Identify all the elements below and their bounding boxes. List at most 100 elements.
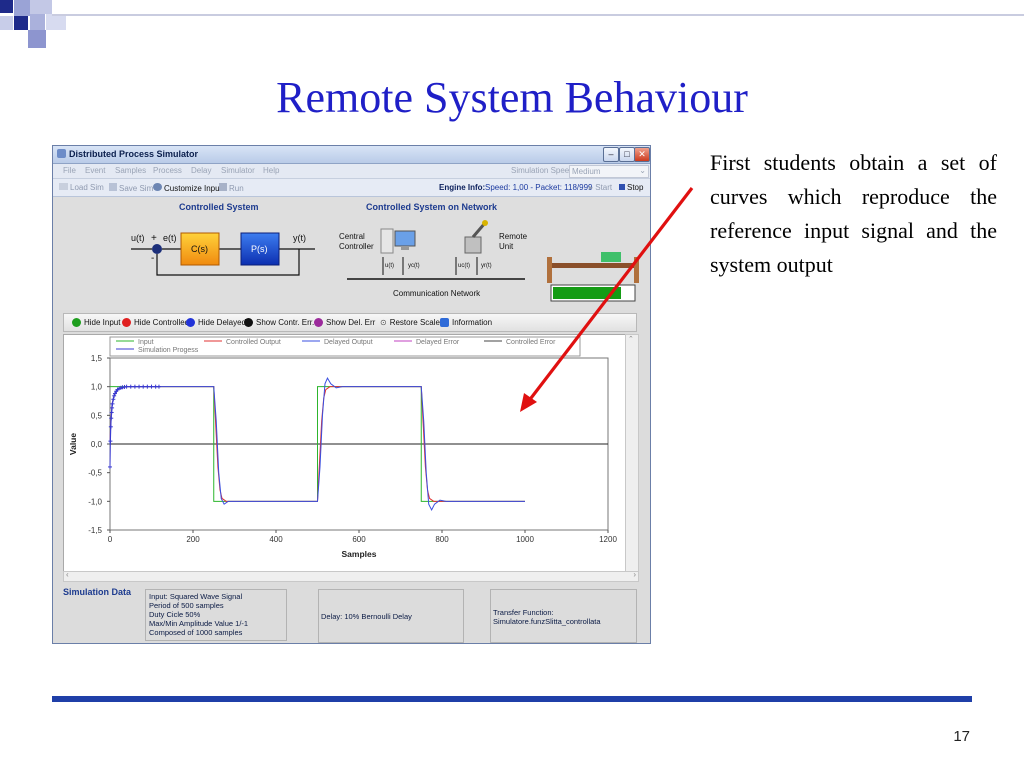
computer-icon: [380, 228, 416, 254]
series-toggle-bar: Hide Input Hide Controlled Hide Delayed …: [63, 313, 637, 332]
block-diagram-svg: Controlled System Controlled System on N…: [131, 202, 639, 302]
start-label: Start: [595, 183, 613, 192]
menu-item-delay[interactable]: Delay: [191, 166, 212, 175]
corner-square: [30, 0, 52, 14]
crosshair-icon: ⊙: [380, 318, 387, 327]
stop-label: Stop: [627, 183, 644, 192]
rig-illustration: [547, 252, 639, 302]
legend-label: Controlled Output: [226, 339, 281, 346]
hide-controlled-button[interactable]: Hide Controlled: [122, 318, 189, 327]
run-icon: [219, 183, 227, 191]
vertical-scrollbar[interactable]: ⌃ ⌄: [625, 334, 639, 578]
corner-square: [46, 14, 66, 30]
scroll-right-icon[interactable]: ›: [633, 570, 636, 579]
ps-label: P(s): [251, 244, 268, 254]
menu-item-samples[interactable]: Samples: [115, 166, 147, 175]
plant-block: [240, 232, 280, 266]
information-label: Information: [452, 318, 493, 327]
y-tick-label: 1,0: [91, 383, 103, 392]
x-tick-label: 200: [186, 535, 200, 544]
transfer-function-box: Transfer Function: Simulatore.funzSlitta…: [490, 589, 637, 643]
show-del-err-button[interactable]: Show Del. Err: [314, 318, 375, 327]
remote-label: Remote: [499, 232, 528, 241]
x-axis-label: Samples: [342, 549, 377, 559]
y-tick-label: 0,0: [91, 440, 103, 449]
minimize-icon[interactable]: –: [603, 147, 619, 162]
net-label-yc: yc(t): [408, 263, 420, 269]
simulator-window: Distributed Process Simulator – □ ✕ File…: [52, 145, 651, 644]
information-button[interactable]: Information: [440, 318, 492, 327]
hide-delayed-button[interactable]: Hide Delayed: [186, 318, 246, 327]
horizontal-scrollbar[interactable]: ‹ ›: [63, 570, 639, 582]
legend-label: Delayed Error: [416, 339, 460, 346]
close-icon[interactable]: ✕: [634, 147, 650, 162]
load-sim-button[interactable]: Load Sim: [59, 183, 104, 192]
x-tick-label: 0: [108, 535, 113, 544]
corner-line: [52, 14, 1024, 16]
y-axis-label: Value: [68, 433, 78, 455]
show-contr-err-label: Show Contr. Err.: [256, 318, 315, 327]
system-diagram: Controlled System Controlled System on N…: [53, 197, 650, 310]
page-number: 17: [953, 728, 970, 745]
black-dot-icon: [244, 318, 253, 327]
hide-controlled-label: Hide Controlled: [134, 318, 190, 327]
scroll-left-icon[interactable]: ‹: [66, 570, 69, 579]
x-tick-label: 400: [269, 535, 283, 544]
folder-icon: [59, 183, 68, 190]
start-button[interactable]: ▸ Start: [589, 183, 612, 192]
run-button[interactable]: Run: [219, 183, 244, 193]
plus-label: +: [151, 233, 157, 244]
network-label: Communication Network: [393, 289, 481, 298]
speed-select[interactable]: Medium ⌄: [569, 165, 649, 178]
y-tick-label: -0,5: [88, 469, 102, 478]
menu-item-simulator[interactable]: Simulator: [221, 166, 255, 175]
purple-dot-icon: [314, 318, 323, 327]
net-label-uc: uc(t): [458, 263, 470, 269]
corner-square: [0, 0, 13, 13]
net-label-u: u(t): [385, 263, 394, 269]
et-label: e(t): [163, 233, 177, 243]
maximize-icon[interactable]: □: [619, 147, 635, 162]
central-label: Central: [339, 232, 365, 241]
menu-item-help[interactable]: Help: [263, 166, 280, 175]
scroll-up-icon[interactable]: ⌃: [628, 336, 634, 343]
legend-label: Simulation Progess: [138, 347, 199, 354]
yt-label: y(t): [293, 233, 306, 243]
controller-label: Controller: [339, 242, 374, 251]
menu-item-process[interactable]: Process: [153, 166, 182, 175]
show-del-err-label: Show Del. Err: [326, 318, 376, 327]
x-tick-label: 1000: [516, 535, 534, 544]
y-tick-label: -1,5: [88, 526, 102, 535]
legend-label: Controlled Error: [506, 339, 556, 346]
customize-input-label: Customize Input: [164, 184, 222, 193]
restore-scale-button[interactable]: ⊙Restore Scale: [380, 318, 440, 327]
y-tick-label: 1,5: [91, 354, 103, 363]
slide-body-text: First students obtain a set of curves wh…: [710, 150, 997, 277]
summing-junction: [152, 244, 162, 254]
hide-input-label: Hide Input: [84, 318, 121, 327]
customize-input-button[interactable]: Customize Input: [153, 183, 222, 193]
menu-item-file[interactable]: File: [63, 166, 76, 175]
stop-button[interactable]: Stop: [619, 183, 643, 192]
simulation-data-title: Simulation Data: [63, 587, 132, 597]
engine-info-label: Engine Info:: [439, 183, 486, 192]
x-tick-label: 600: [352, 535, 366, 544]
save-sim-button[interactable]: Save Sim: [109, 183, 153, 193]
y-tick-label: -1,0: [88, 497, 102, 506]
series-line: [110, 386, 525, 502]
green-dot-icon: [72, 318, 81, 327]
menu-item-event[interactable]: Event: [85, 166, 106, 175]
hide-input-button[interactable]: Hide Input: [72, 318, 120, 327]
corner-square: [14, 0, 30, 16]
red-dot-icon: [122, 318, 131, 327]
net-label-yr: yr(t): [481, 263, 492, 269]
controlled-system-title: Controlled System: [179, 202, 259, 212]
show-contr-err-button[interactable]: Show Contr. Err.: [244, 318, 314, 327]
x-tick-label: 800: [435, 535, 449, 544]
chevron-down-icon: ⌄: [639, 166, 646, 175]
load-sim-label: Load Sim: [70, 183, 104, 192]
x-tick-label: 1200: [599, 535, 617, 544]
input-info-line: Composed of 1000 samples: [149, 628, 243, 637]
